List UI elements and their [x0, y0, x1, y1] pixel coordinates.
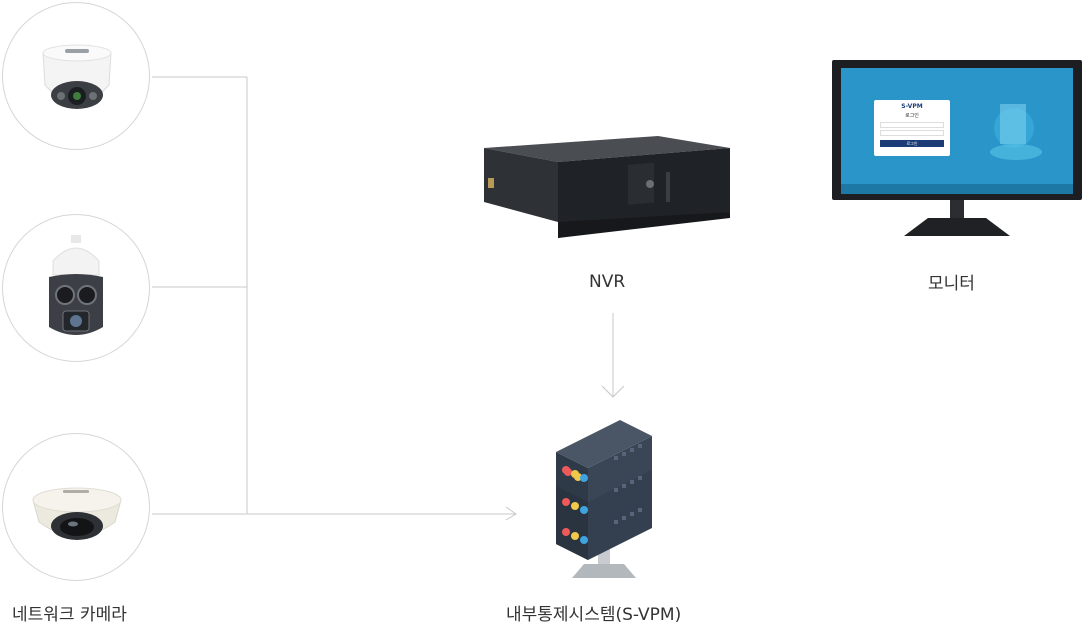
- camera-arrowhead: [505, 506, 517, 521]
- login-title: 로그인: [905, 113, 919, 119]
- camera-circle-dome: [2, 2, 150, 150]
- camera-circle-ptz: [2, 214, 150, 362]
- monitor-icon: S-VPM 로그인 로그인: [832, 60, 1084, 240]
- login-button[interactable]: 로그인: [880, 140, 944, 147]
- login-id-field[interactable]: [880, 122, 944, 128]
- login-panel: S-VPM 로그인 로그인: [874, 100, 950, 156]
- server-stack-icon: [556, 420, 652, 578]
- login-brand: S-VPM: [901, 103, 923, 110]
- dome-camera-icon: [42, 44, 112, 109]
- ptz-camera-icon: [49, 235, 103, 335]
- fisheye-camera-icon: [32, 487, 122, 540]
- login-password-field[interactable]: [880, 130, 944, 136]
- nvr-label: NVR: [589, 272, 626, 292]
- vms-label: 내부통제시스템(S-VPM): [506, 605, 682, 625]
- monitor-label: 모니터: [928, 274, 975, 294]
- nvr-recorder-icon: [484, 136, 730, 238]
- camera-label: 네트워크 카메라: [12, 605, 127, 625]
- nvr-arrowhead: [601, 385, 625, 398]
- camera-circle-fisheye: [2, 433, 150, 581]
